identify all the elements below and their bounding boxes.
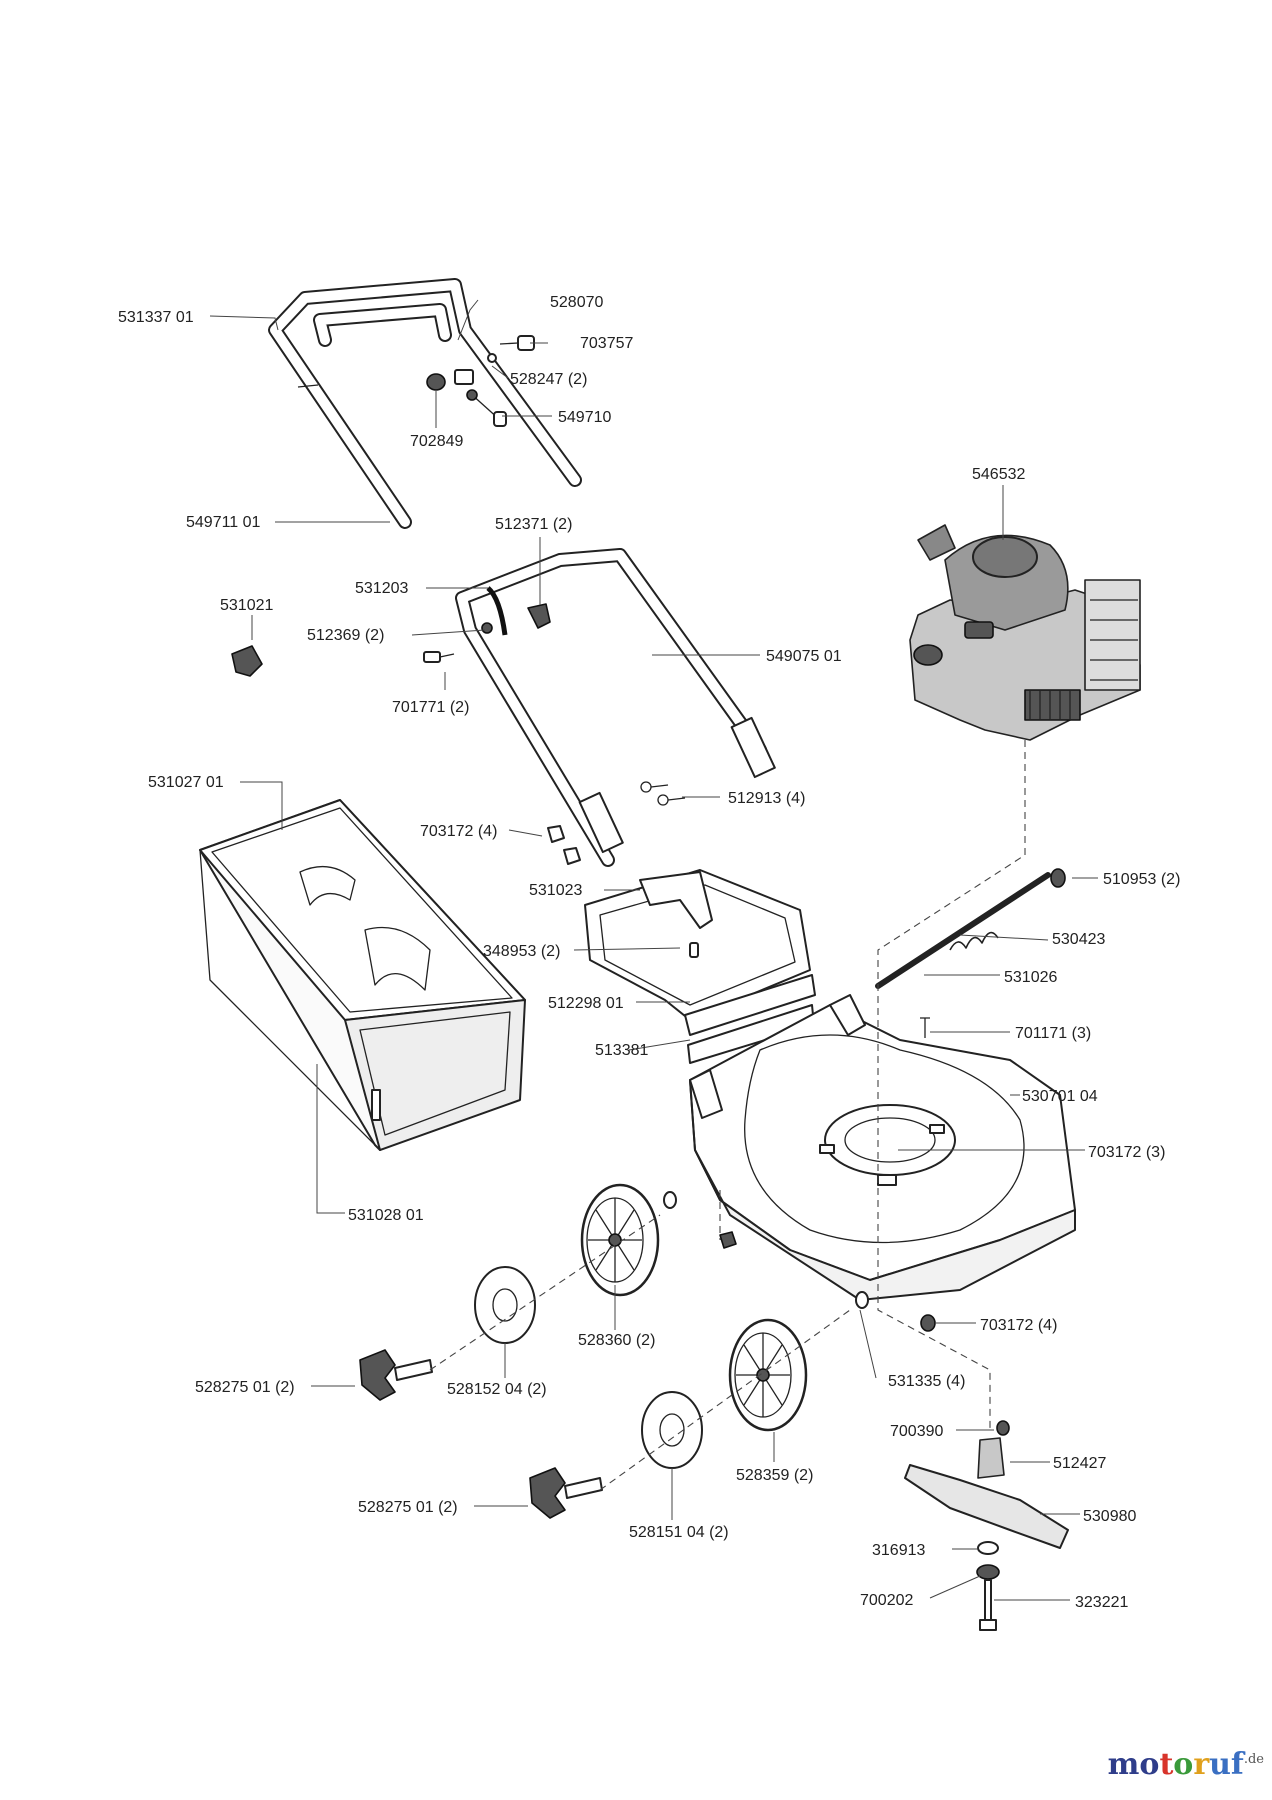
- label-528151: 528151 04 (2): [629, 1524, 729, 1541]
- label-549711: 549711 01: [186, 514, 261, 531]
- label-512371: 512371 (2): [495, 516, 572, 533]
- label-549710: 549710: [558, 409, 611, 426]
- label-513381: 513381: [595, 1042, 648, 1059]
- wheel-height-knobs: [359, 1349, 603, 1519]
- rear-wheel: [580, 1183, 660, 1297]
- label-528152: 528152 04 (2): [447, 1381, 547, 1398]
- label-700202: 700202: [860, 1592, 913, 1609]
- label-531335: 531335 (4): [888, 1373, 965, 1390]
- wheel-washers: [474, 1191, 936, 1469]
- watermark-part-1: mo: [1107, 1747, 1160, 1782]
- lower-handle: [455, 548, 776, 867]
- label-512427: 512427: [1053, 1455, 1106, 1472]
- label-531028: 531028 01: [348, 1207, 424, 1224]
- label-512913: 512913 (4): [728, 790, 805, 807]
- label-323221: 323221: [1075, 1594, 1128, 1611]
- engine: [909, 524, 1141, 741]
- label-700390: 700390: [890, 1423, 943, 1440]
- label-703172a: 703172 (4): [420, 823, 497, 840]
- part-labels: 531337 01 528070 703757 528247 (2) 54971…: [118, 294, 1180, 1611]
- watermark-part-3: o: [1173, 1747, 1194, 1782]
- label-531203: 531203: [355, 580, 408, 597]
- label-531337: 531337 01: [118, 309, 194, 326]
- watermark-part-4: r: [1193, 1747, 1210, 1782]
- label-512369: 512369 (2): [307, 627, 384, 644]
- label-703172b: 703172 (3): [1088, 1144, 1165, 1161]
- watermark-logo: motoruf.de: [1108, 1747, 1264, 1782]
- watermark-part-2: t: [1159, 1747, 1174, 1782]
- label-512298: 512298 01: [548, 995, 624, 1012]
- label-531023: 531023: [529, 882, 582, 899]
- label-528275b: 528275 01 (2): [358, 1499, 458, 1516]
- label-530423: 530423: [1052, 931, 1105, 948]
- blade-assembly: [904, 1420, 1069, 1631]
- label-316913: 316913: [872, 1542, 925, 1559]
- label-701171: 701171 (3): [1015, 1025, 1091, 1042]
- label-528070: 528070: [550, 294, 603, 311]
- mower-deck: [689, 994, 1076, 1301]
- label-530980: 530980: [1083, 1508, 1136, 1525]
- watermark-part-5: uf: [1209, 1747, 1244, 1782]
- label-703172c: 703172 (4): [980, 1317, 1057, 1334]
- leader-lines: [209, 299, 1098, 1601]
- small-bolts-and-nuts: [231, 645, 686, 865]
- label-528360: 528360 (2): [578, 1332, 655, 1349]
- label-531021: 531021: [220, 597, 273, 614]
- assembly-lines: [429, 740, 1026, 1491]
- front-wheel: [728, 1318, 808, 1432]
- rear-axle: [875, 868, 1066, 1038]
- label-549075: 549075 01: [766, 648, 842, 665]
- label-528359: 528359 (2): [736, 1467, 813, 1484]
- rear-chute-flap: [584, 869, 816, 1064]
- label-348953: 348953 (2): [483, 943, 560, 960]
- label-530701: 530701 04: [1022, 1088, 1098, 1105]
- grass-catcher: [199, 799, 526, 1151]
- label-703757: 703757: [580, 335, 633, 352]
- label-510953: 510953 (2): [1103, 871, 1180, 888]
- label-528275a: 528275 01 (2): [195, 1379, 295, 1396]
- handle-clamp-parts: [426, 335, 535, 427]
- label-531026: 531026: [1004, 969, 1057, 986]
- label-531027: 531027 01: [148, 774, 224, 791]
- watermark-suffix: .de: [1243, 1752, 1264, 1767]
- label-702849: 702849: [410, 433, 463, 450]
- label-701771: 701771 (2): [392, 699, 469, 716]
- label-546532: 546532: [972, 466, 1025, 483]
- upper-handle: [268, 278, 582, 529]
- label-528247: 528247 (2): [510, 371, 587, 388]
